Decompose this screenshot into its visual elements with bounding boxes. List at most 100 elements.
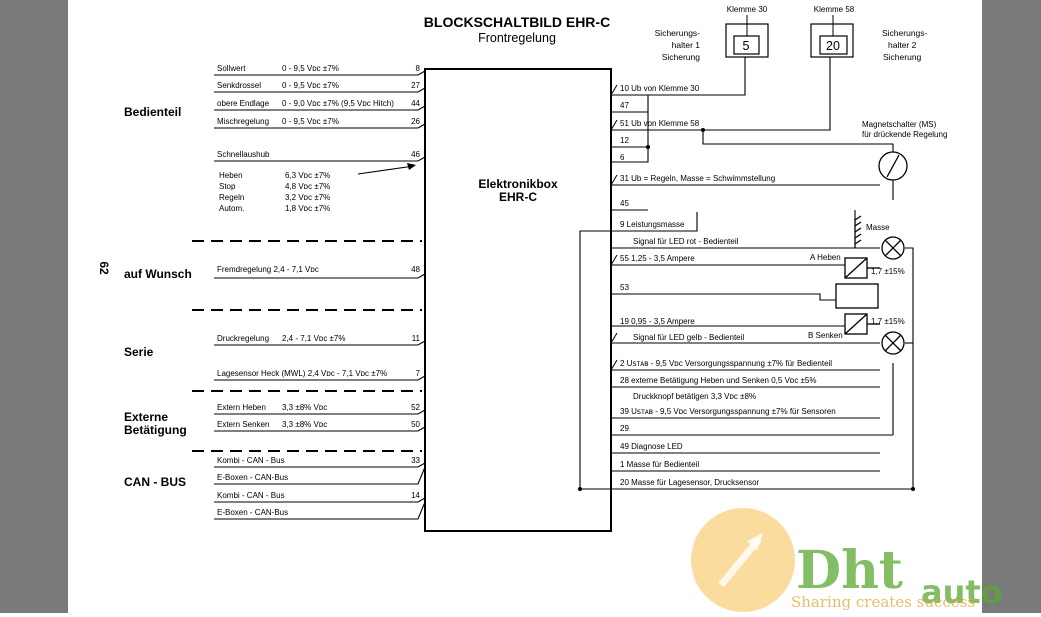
left-pin: 7: [416, 369, 421, 378]
watermark-brand: Dht: [796, 540, 903, 601]
right-label: 10 Ub von Klemme 30: [620, 84, 700, 93]
page-number: 62: [97, 261, 111, 275]
right-label: Signal für LED rot - Bedienteil: [633, 237, 739, 246]
magnet-label: für drückende Regelung: [862, 130, 947, 139]
group-serie: Serie: [124, 345, 154, 359]
fuse-number: 20: [826, 39, 840, 53]
right-label: 2 Uꜱᴛᴀʙ - 9,5 Vᴅᴄ Versorgungsspannung ±7…: [620, 359, 832, 368]
right-label: 20 Masse für Lagesensor, Drucksensor: [620, 478, 760, 487]
left-spec: 2,4 - 7,1 Vᴅᴄ ±7%: [282, 334, 346, 343]
left-label: obere Endlage: [217, 99, 270, 108]
junction-dots: [578, 128, 915, 491]
group-externe: Externe: [124, 410, 168, 424]
fuse-caption: halter 2: [888, 40, 917, 50]
left-label: E-Boxen - CAN-Bus: [217, 473, 288, 482]
right-label: 49 Diagnose LED: [620, 442, 683, 451]
diagram-title: BLOCKSCHALTBILD EHR-C: [424, 14, 610, 30]
right-label: 47: [620, 101, 629, 110]
right-signal-labels: 10 Ub von Klemme 30 47 51 Ub von Klemme …: [620, 84, 836, 487]
right-label: 12: [620, 136, 629, 145]
valve-solenoid: [835, 257, 880, 335]
ground-symbol: [854, 215, 862, 248]
left-signal-lines: [214, 70, 426, 520]
level-value: 6,3 Vᴅᴄ ±7%: [285, 171, 330, 180]
fuse-caption: Sicherungs-: [882, 28, 928, 38]
valve-senken-label: B Senken: [808, 331, 843, 340]
group-separators: [192, 240, 422, 452]
right-label: 1 Masse für Bedienteil: [620, 460, 699, 469]
right-label: 19 0,95 - 3,5 Ampere: [620, 317, 695, 326]
left-spec: 0 - 9,5 Vᴅᴄ ±7%: [282, 64, 339, 73]
valve-tolerance: 1,7 ±15%: [871, 267, 905, 276]
right-label: 39 Uꜱᴛᴀʙ - 9,5 Vᴅᴄ Versorgungsspannung ±…: [620, 407, 836, 416]
left-label: E-Boxen - CAN-Bus: [217, 508, 288, 517]
level-name: Stop: [219, 182, 236, 191]
left-label: Schnellaushub: [217, 150, 270, 159]
wire-ticks: [610, 84, 618, 371]
schnellaushub-arrowhead: [407, 163, 416, 170]
right-label: 28 externe Betätigung Heben und Senken 0…: [620, 376, 817, 385]
left-pin: 48: [411, 265, 420, 274]
left-pin: 52: [411, 403, 420, 412]
led-yellow-lamp: [881, 331, 905, 355]
valve-tolerance: 1,7 ±15%: [871, 317, 905, 326]
valve-heben-label: A Heben: [810, 253, 841, 262]
left-label: Kombi - CAN - Bus: [217, 491, 285, 500]
level-value: 1,8 Vᴅᴄ ±7%: [285, 204, 330, 213]
left-spec: 3,3 ±8% Vᴅᴄ: [282, 420, 327, 429]
left-pin: 26: [411, 117, 420, 126]
level-value: 4,8 Vᴅᴄ ±7%: [285, 182, 330, 191]
fuse-caption: halter 1: [672, 40, 701, 50]
left-label: Fremdregelung 2,4 - 7,1 Vᴅᴄ: [217, 265, 319, 274]
elektronikbox: [424, 68, 612, 532]
left-label: Senkdrossel: [217, 81, 261, 90]
box-label-line1: Elektronikbox: [478, 177, 558, 191]
fuse-caption: Sicherungs-: [655, 28, 701, 38]
left-label: Kombi - CAN - Bus: [217, 456, 285, 465]
left-signal-labels: Sollwert 0 - 9,5 Vᴅᴄ ±7% 8 Senkdrossel 0…: [217, 64, 421, 517]
left-pin: 46: [411, 150, 420, 159]
watermark-slogan: Sharing creates success: [791, 593, 975, 611]
document-page: BLOCKSCHALTBILD EHR-C Frontregelung 62 E…: [68, 0, 982, 613]
fuse-2: Klemme 58 20 Sicherungs- halter 2 Sicher…: [810, 5, 928, 62]
left-spec: 0 - 9,5 Vᴅᴄ ±7%: [282, 117, 339, 126]
left-pin: 14: [411, 491, 420, 500]
left-spec: 0 - 9,0 Vᴅᴄ ±7% (9,5 Vᴅᴄ Hitch): [282, 99, 394, 108]
left-label: Extern Heben: [217, 403, 266, 412]
right-label: 9 Leistungsmasse: [620, 220, 685, 229]
fuse-klemme: Klemme 30: [727, 5, 768, 14]
level-value: 3,2 Vᴅᴄ ±7%: [285, 193, 330, 202]
right-label: 31 Ub = Regeln, Masse = Schwimmstellung: [620, 174, 775, 183]
left-label: Mischregelung: [217, 117, 269, 126]
left-pin: 27: [411, 81, 420, 90]
left-label: Druckregelung: [217, 334, 269, 343]
right-label: 51 Ub von Klemme 58: [620, 119, 700, 128]
left-pin: 44: [411, 99, 420, 108]
led-red-lamp: [881, 236, 905, 260]
right-label: 45: [620, 199, 629, 208]
right-label: Signal für LED gelb - Bedienteil: [633, 333, 744, 342]
box-label-line2: EHR-C: [499, 190, 537, 204]
watermark-logo: Dht auto Sharing creates success: [691, 508, 1003, 612]
fuse-klemme: Klemme 58: [814, 5, 855, 14]
right-label: 29: [620, 424, 629, 433]
svg-text:auto: auto: [921, 573, 1003, 611]
left-label: Sollwert: [217, 64, 246, 73]
left-pin: 11: [412, 334, 421, 343]
group-can-bus: CAN - BUS: [124, 475, 186, 489]
left-pin: 8: [416, 64, 421, 73]
group-betaetigung: Betätigung: [124, 423, 187, 437]
level-name: Autom.: [219, 204, 244, 213]
level-name: Heben: [219, 171, 243, 180]
fuse-number: 5: [743, 39, 750, 53]
right-label: 55 1,25 - 3,5 Ampere: [620, 254, 695, 263]
group-bedienteil: Bedienteil: [124, 105, 181, 119]
right-label: Druckknopf betätigen 3,3 Vᴅᴄ ±8%: [633, 392, 756, 401]
block-diagram: BLOCKSCHALTBILD EHR-C Frontregelung 62 E…: [97, 5, 947, 532]
diagram-subtitle: Frontregelung: [478, 31, 556, 45]
left-label: Lagesensor Heck (MWL) 2,4 Vᴅᴄ - 7,1 Vᴅᴄ …: [217, 369, 387, 378]
right-label: 6: [620, 153, 625, 162]
fuse-caption: Sicherung: [662, 52, 701, 62]
left-spec: 3,3 ±8% Vᴅᴄ: [282, 403, 327, 412]
group-auf-wunsch: auf Wunsch: [124, 267, 192, 281]
